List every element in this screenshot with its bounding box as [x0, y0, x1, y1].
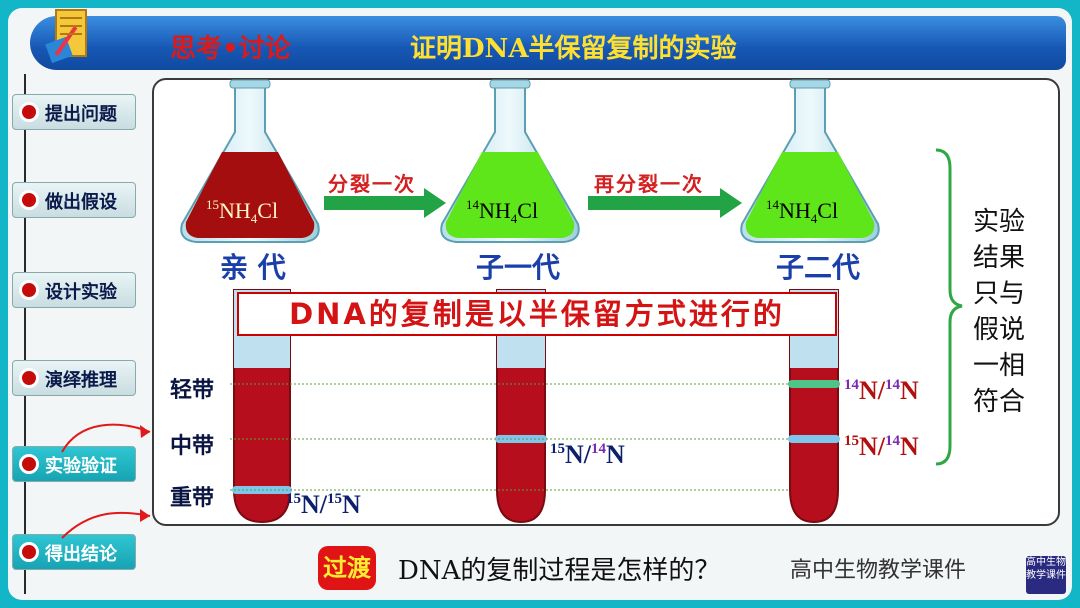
nav-item-make-hypothesis[interactable]: 做出假设 [12, 182, 136, 218]
title-bar: 思考•讨论 证明DNA半保留复制的实验 [30, 16, 1066, 70]
nav-timeline-line [24, 74, 26, 594]
book-icon [45, 9, 87, 64]
bullet-icon [19, 542, 39, 562]
nav-item-design-experiment[interactable]: 设计实验 [12, 272, 136, 308]
arrow-label-second: 再分裂一次 [594, 172, 704, 196]
nav-item-verification[interactable]: 实验验证 [12, 446, 136, 482]
bullet-icon [19, 280, 39, 300]
generation-second: 子二代 [776, 251, 861, 284]
bullet-icon [19, 190, 39, 210]
result-text: 实验 结果 只与 假说 一相 符合 [972, 207, 1025, 417]
nav-item-propose-question[interactable]: 提出问题 [12, 94, 136, 130]
nav-item-label: 设计实验 [45, 282, 117, 303]
band-label-heavy: 重带 [170, 485, 215, 511]
conclusion-banner: DNA的复制是以半保留方式进行的 [237, 292, 837, 336]
generation-first: 子一代 [476, 251, 561, 284]
bullet-icon [19, 454, 39, 474]
isotope-label-gen2-middle: 15N/14N [844, 432, 919, 461]
nav-item-label: 实验验证 [45, 456, 117, 477]
watermark: 高中生物教学课件 [790, 558, 967, 583]
logo: 高中生物教学课件 [1026, 556, 1066, 594]
generation-parent: 亲 代 [220, 251, 286, 284]
band-label-middle: 中带 [170, 433, 215, 459]
nav-item-label: 做出假设 [45, 192, 117, 213]
nav-item-conclusion[interactable]: 得出结论 [12, 534, 136, 570]
isotope-label-heavy: 15N/15N [286, 490, 361, 519]
transition-question: DNA的复制过程是怎样的？ [398, 556, 721, 586]
isotope-label-gen1: 15N/14N [550, 440, 625, 469]
nav-item-label: 演绎推理 [45, 370, 117, 391]
bullet-icon [19, 102, 39, 122]
nav-item-label: 得出结论 [45, 544, 117, 565]
nav-item-label: 提出问题 [45, 104, 117, 125]
isotope-label-gen2-light: 14N/14N [844, 376, 919, 405]
transition-badge[interactable]: 过渡 [318, 546, 376, 590]
section-title: 思考•讨论 [170, 34, 291, 64]
nav-item-deduction[interactable]: 演绎推理 [12, 360, 136, 396]
bullet-icon [19, 368, 39, 388]
band-label-light: 轻带 [170, 377, 215, 403]
slide-title: 证明DNA半保留复制的实验 [410, 34, 737, 64]
arrow-label-first: 分裂一次 [328, 172, 416, 196]
